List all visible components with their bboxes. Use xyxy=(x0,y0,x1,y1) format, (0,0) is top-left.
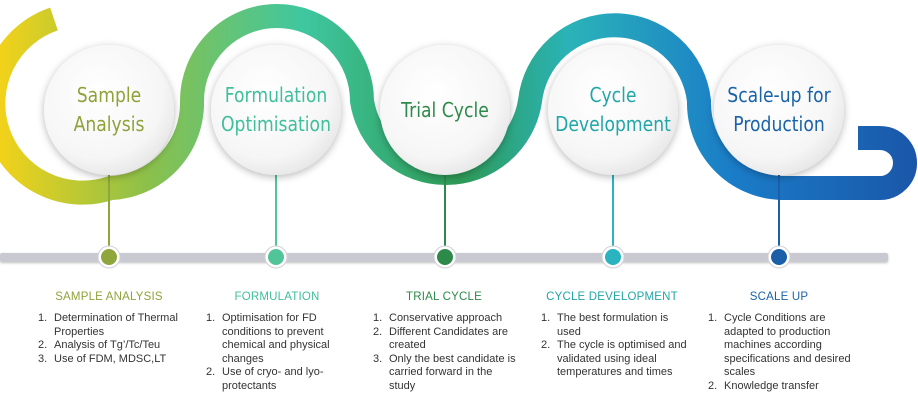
list-item-number: 1. xyxy=(541,312,551,324)
stage-title-line: Formulation xyxy=(224,83,328,107)
stage-column-scale: SCALE UP 1. Cycle Conditions are adapted t… xyxy=(704,291,854,393)
list-item-text: Conservative approach xyxy=(389,312,503,324)
timeline-marker-scale xyxy=(771,249,787,265)
list-item-text: Different Candidates are created xyxy=(389,325,509,352)
list-item-number: 3. xyxy=(38,352,48,365)
stage-title-trial: Trial Cycle xyxy=(381,96,510,125)
list-item: 3. Use of FDM, MDSC,LT xyxy=(34,353,184,367)
list-item-number: 2. xyxy=(206,366,216,378)
list-item-number: 2. xyxy=(708,379,718,392)
list-item-number: 1. xyxy=(708,312,718,324)
list-item-text: Knowledge transfer xyxy=(724,379,819,392)
list-item-number: 1. xyxy=(373,312,383,324)
stage-title-line: Scale-up for xyxy=(727,83,831,107)
stage-column-formulation: FORMULATION 1. Optimisation for FD conditi… xyxy=(202,291,352,393)
stage-title-line: Production xyxy=(733,112,825,136)
timeline-marker-sample xyxy=(101,249,117,265)
stage-title-line: Analysis xyxy=(73,112,145,136)
timeline-marker-formulation xyxy=(268,249,284,265)
list-item-text: The best formulation is used xyxy=(557,312,669,338)
list-item: 2. Knowledge transfer xyxy=(704,380,854,394)
stage-heading-sample: SAMPLE ANALYSIS xyxy=(55,291,163,303)
list-item: 3. Only the best candidate is carried for… xyxy=(369,353,519,394)
list-item-text: Determination of Thermal Properties xyxy=(54,312,178,338)
stage-circle-cycle xyxy=(548,45,678,175)
list-item: 1. Conservative approach xyxy=(369,312,519,326)
process-ribbon xyxy=(0,4,917,205)
timeline-marker-trial xyxy=(437,249,453,265)
timeline-marker-cycle xyxy=(605,249,621,265)
list-item-number: 2. xyxy=(373,325,383,338)
stage-steps-list: 1. Optimisation for FD conditions to prev… xyxy=(202,312,352,393)
list-item-text: Analysis of Tg’/Tc/Teu xyxy=(54,339,161,351)
stage-circle-scale xyxy=(714,45,844,175)
stage-title-line: Cycle xyxy=(589,83,637,107)
stage-column-trial: TRIAL CYCLE 1. Conservative approach 2. Diff… xyxy=(369,291,519,393)
list-item-text: The cycle is optimised and validated usi… xyxy=(557,339,687,378)
list-item: 1. Optimisation for FD conditions to prev… xyxy=(202,312,352,366)
stage-title-line: Sample xyxy=(76,83,142,107)
list-item-number: 2. xyxy=(541,339,551,351)
stage-steps-list: 1. Determination of Thermal Properties 2. A… xyxy=(34,312,184,366)
stage-steps-list: 1. The best formulation is used 2. The cycl… xyxy=(537,312,687,380)
list-item: 2. Different Candidates are created xyxy=(369,326,519,353)
list-item: 2. Use of cryo- and lyo- protectants xyxy=(202,366,352,393)
list-item-text: Optimisation for FD conditions to preven… xyxy=(222,312,330,365)
list-item: 2. Analysis of Tg’/Tc/Teu xyxy=(34,339,184,353)
list-item: 2. The cycle is optimised and validated u… xyxy=(537,339,687,380)
list-item: 1. Cycle Conditions are adapted to produc… xyxy=(704,312,854,380)
list-item: 1. Determination of Thermal Properties xyxy=(34,312,184,339)
list-item-text: Only the best candidate is carried forwa… xyxy=(389,352,516,392)
stage-column-sample: SAMPLE ANALYSIS 1. Determination of Therma… xyxy=(34,291,184,366)
stage-column-cycle: CYCLE DEVELOPMENT 1. The best formulation … xyxy=(537,291,687,380)
stage-title-line: Optimisation xyxy=(221,112,331,136)
list-item-text: Use of FDM, MDSC,LT xyxy=(54,352,167,365)
stage-heading-cycle: CYCLE DEVELOPMENT xyxy=(546,291,678,303)
stage-steps-list: 1. Cycle Conditions are adapted to produc… xyxy=(704,312,854,393)
stage-heading-scale: SCALE UP xyxy=(749,291,809,303)
stage-heading-trial: TRIAL CYCLE xyxy=(406,291,482,303)
list-item: 1. The best formulation is used xyxy=(537,312,687,339)
list-item-number: 2. xyxy=(38,339,48,351)
stage-circle-formulation xyxy=(211,45,341,175)
list-item-number: 1. xyxy=(206,312,216,324)
stage-title-line: Development xyxy=(555,112,671,136)
list-item-number: 1. xyxy=(38,312,48,324)
list-item-number: 3. xyxy=(373,352,383,365)
stage-heading-formulation: FORMULATION xyxy=(234,291,320,303)
stage-steps-list: 1. Conservative approach 2. Different Candi… xyxy=(369,312,519,393)
list-item-text: Use of cryo- and lyo- protectants xyxy=(222,366,324,392)
stage-circle-trial xyxy=(380,45,510,175)
stage-circle-sample xyxy=(44,45,174,175)
list-item-text: Cycle Conditions are adapted to producti… xyxy=(724,312,851,378)
stage-title-line: Trial Cycle xyxy=(401,97,489,122)
